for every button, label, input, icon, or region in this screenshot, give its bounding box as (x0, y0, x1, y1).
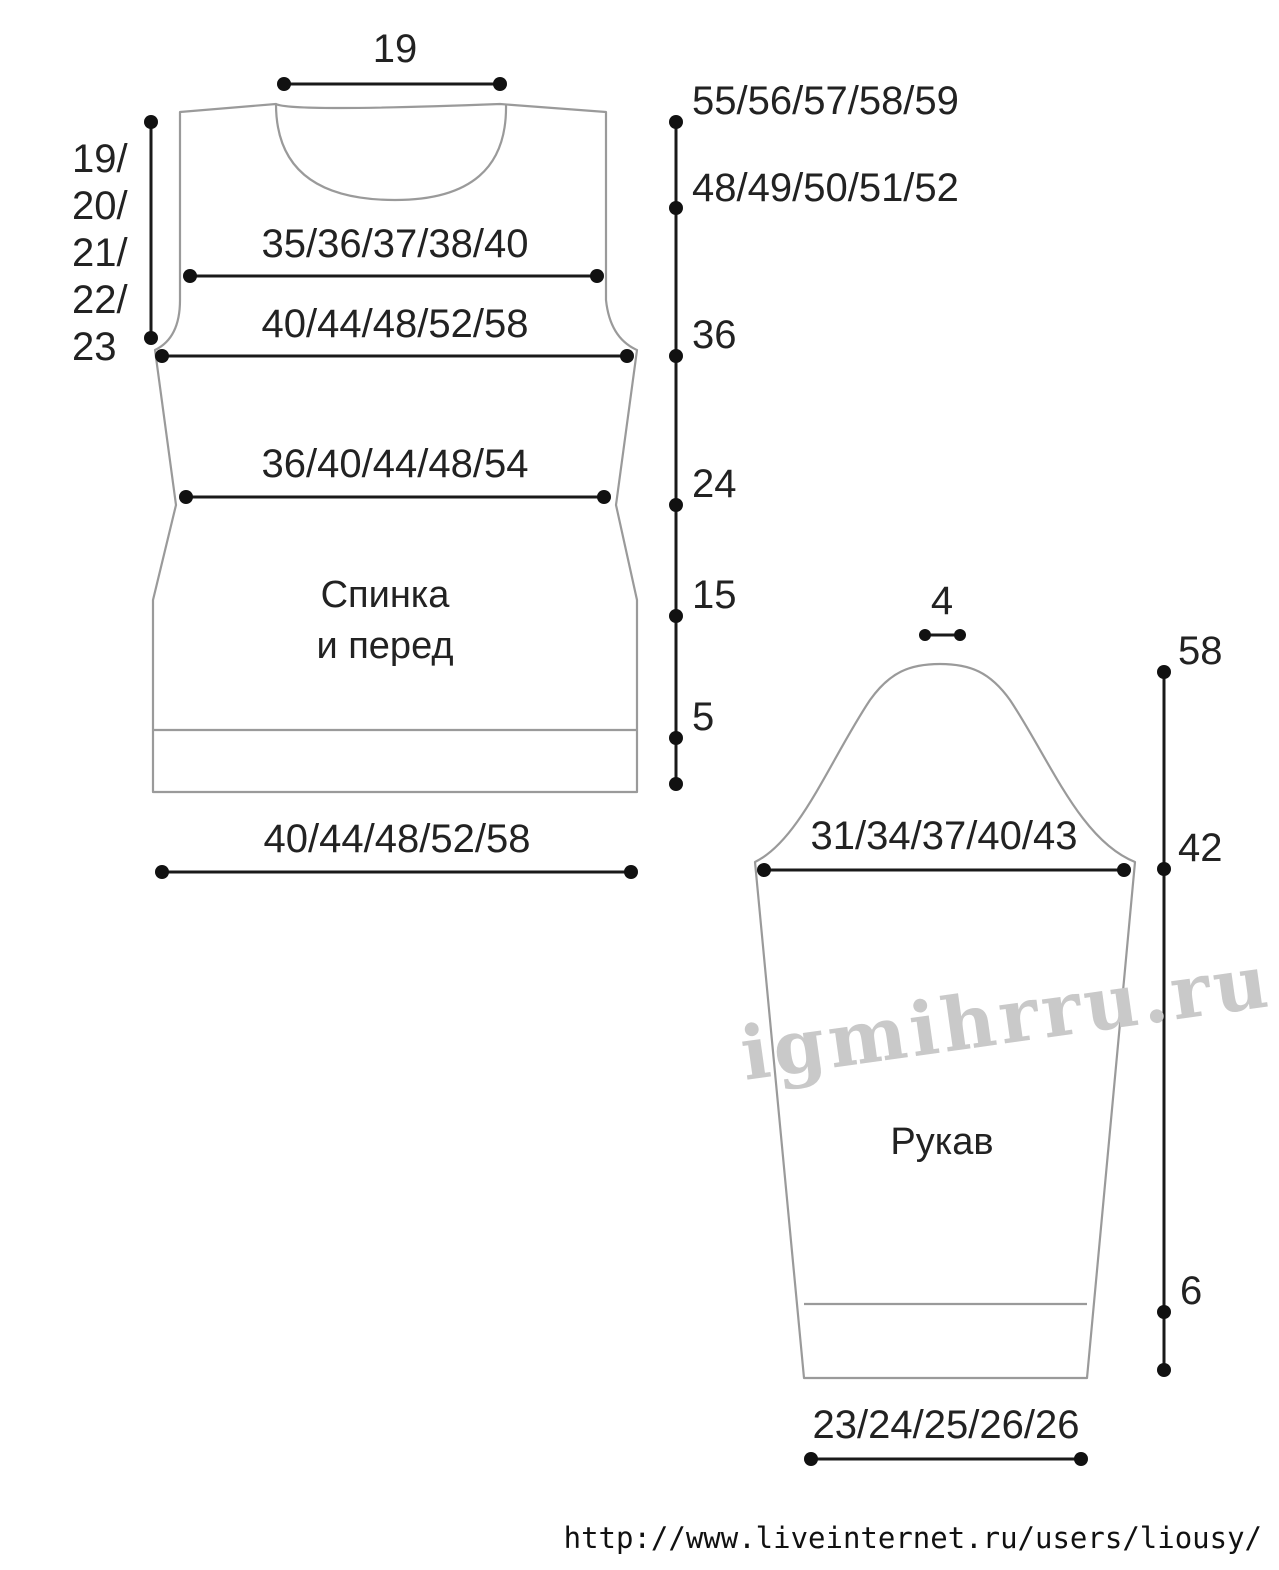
upper-width-label: 31/34/37/40/43 (811, 814, 1078, 858)
armhole-depth-label-1: 19/ (72, 137, 128, 181)
chest-width-label: 40/44/48/52/58 (262, 302, 529, 346)
height-to-waist-label: 24 (692, 462, 737, 506)
neckline (274, 103, 508, 202)
sleeve-piece-title: Рукав (890, 1121, 993, 1163)
neck-width-label: 19 (373, 27, 418, 71)
body-outline (151, 102, 639, 794)
sleeve-outline (753, 662, 1137, 1380)
sleeve-height-to-cap-label: 42 (1178, 826, 1223, 870)
body-piece: 19 35/36/37/38/40 40/44/48/52/58 36/40/4… (72, 27, 959, 879)
armhole-depth-label-3: 21/ (72, 231, 128, 275)
watermark: igmihrru.ru (736, 938, 1277, 1098)
cap-top-width-label: 4 (931, 579, 953, 623)
armhole-depth-label-5: 23 (72, 325, 117, 369)
rib-height-label: 5 (692, 695, 714, 739)
armhole-depth-label-2: 20/ (72, 184, 128, 228)
height-total-label: 55/56/57/58/59 (692, 79, 959, 123)
sleeve-piece: 4 31/34/37/40/43 23/24/25/26/26 58 42 6 … (753, 579, 1223, 1466)
shoulder-width-label: 35/36/37/38/40 (262, 222, 529, 266)
sleeve-height-total-label: 58 (1178, 629, 1223, 673)
cuff-height-label: 6 (1180, 1269, 1202, 1313)
body-piece-title-line2: и перед (316, 625, 453, 667)
height-to-neck-label: 48/49/50/51/52 (692, 166, 959, 210)
armhole-depth-label-4: 22/ (72, 278, 128, 322)
height-to-armhole-label: 36 (692, 313, 737, 357)
height-to-hip-label: 15 (692, 573, 737, 617)
cuff-width-label: 23/24/25/26/26 (813, 1403, 1080, 1447)
waist-width-label: 36/40/44/48/54 (262, 442, 529, 486)
source-url: http://www.liveinternet.ru/users/liousy/ (564, 1521, 1262, 1555)
hem-width-label: 40/44/48/52/58 (264, 817, 531, 861)
body-piece-title-line1: Спинка (321, 574, 451, 616)
